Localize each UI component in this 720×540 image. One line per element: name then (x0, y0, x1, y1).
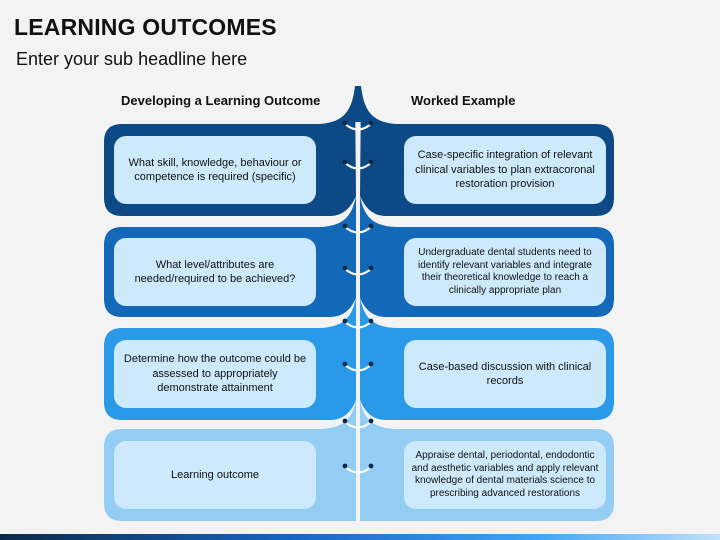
row4-left-box: Learning outcome (114, 441, 316, 509)
row4-right-box: Appraise dental, periodontal, endodontic… (404, 441, 606, 509)
left-column-heading: Developing a Learning Outcome (121, 93, 321, 108)
page-subtitle: Enter your sub headline here (16, 49, 248, 69)
row1-right-box: Case-specific integration of relevant cl… (404, 136, 606, 204)
row2-left-box: What level/attributes are needed/require… (114, 238, 316, 306)
right-column-heading: Worked Example (411, 93, 516, 108)
spine-top (355, 86, 361, 122)
page-title: LEARNING OUTCOMES (14, 14, 277, 40)
row2-right-box: Undergraduate dental students need to id… (404, 238, 606, 306)
row3-left-box: Determine how the outcome could be asses… (114, 340, 316, 408)
binder-holes (342, 120, 374, 469)
row3-right-box: Case-based discussion with clinical reco… (404, 340, 606, 408)
footer-accent-bar (0, 534, 720, 540)
row1-left-box: What skill, knowledge, behaviour or comp… (114, 136, 316, 204)
